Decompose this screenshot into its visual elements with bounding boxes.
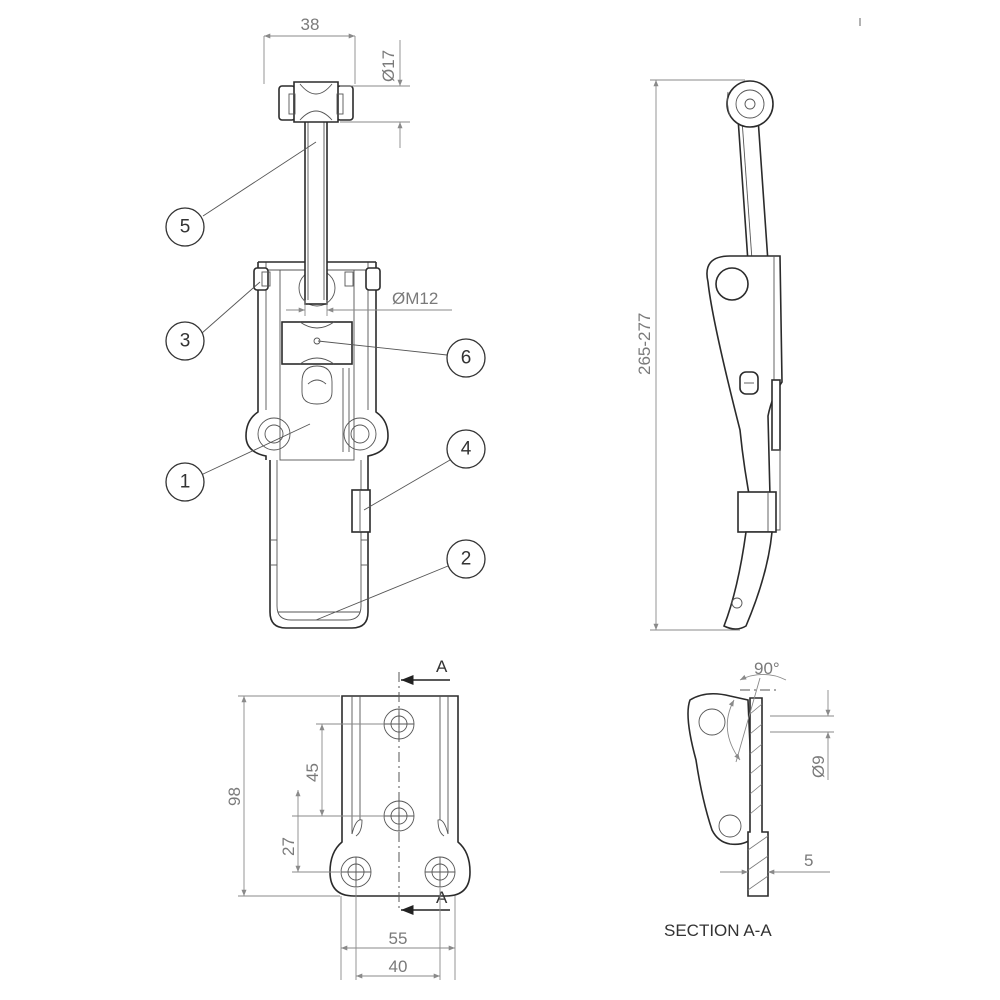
balloon-6: 6 bbox=[446, 338, 486, 378]
front-view: 38 Ø17 ØM12 5 3 6 bbox=[165, 15, 861, 629]
svg-text:4: 4 bbox=[461, 439, 472, 460]
svg-text:1: 1 bbox=[180, 472, 191, 493]
dim-38: 38 bbox=[301, 15, 320, 34]
dim-45: 45 bbox=[303, 763, 322, 782]
balloon-5: 5 bbox=[165, 207, 205, 247]
svg-text:6: 6 bbox=[461, 348, 472, 369]
base-plate-view: A A 98 45 27 55 40 bbox=[225, 657, 471, 980]
dim-thickness-5: 5 bbox=[804, 851, 813, 870]
section-marker-bottom: A bbox=[436, 888, 448, 907]
dim-27: 27 bbox=[279, 837, 298, 856]
dim-98: 98 bbox=[225, 787, 244, 806]
svg-text:3: 3 bbox=[180, 331, 191, 352]
svg-text:2: 2 bbox=[461, 549, 472, 570]
dim-55: 55 bbox=[389, 929, 408, 948]
balloon-2: 2 bbox=[446, 539, 486, 579]
balloon-4: 4 bbox=[446, 429, 486, 469]
dim-dia-17: Ø17 bbox=[379, 50, 398, 82]
section-marker-top: A bbox=[436, 657, 448, 676]
side-view: 265-277 bbox=[635, 79, 783, 631]
section-a-a-view: 90° Ø9 5 SECTION A-A bbox=[664, 659, 834, 940]
dim-angle-90: 90° bbox=[754, 659, 780, 678]
section-title: SECTION A-A bbox=[664, 921, 772, 940]
dim-length-range: 265-277 bbox=[635, 313, 654, 375]
dim-thread-m12: ØM12 bbox=[392, 289, 438, 308]
balloon-1: 1 bbox=[165, 462, 205, 502]
svg-text:5: 5 bbox=[180, 217, 191, 238]
dim-40: 40 bbox=[389, 957, 408, 976]
section-hatching bbox=[747, 703, 769, 891]
balloon-3: 3 bbox=[165, 321, 205, 361]
dim-dia-9: Ø9 bbox=[809, 755, 828, 778]
